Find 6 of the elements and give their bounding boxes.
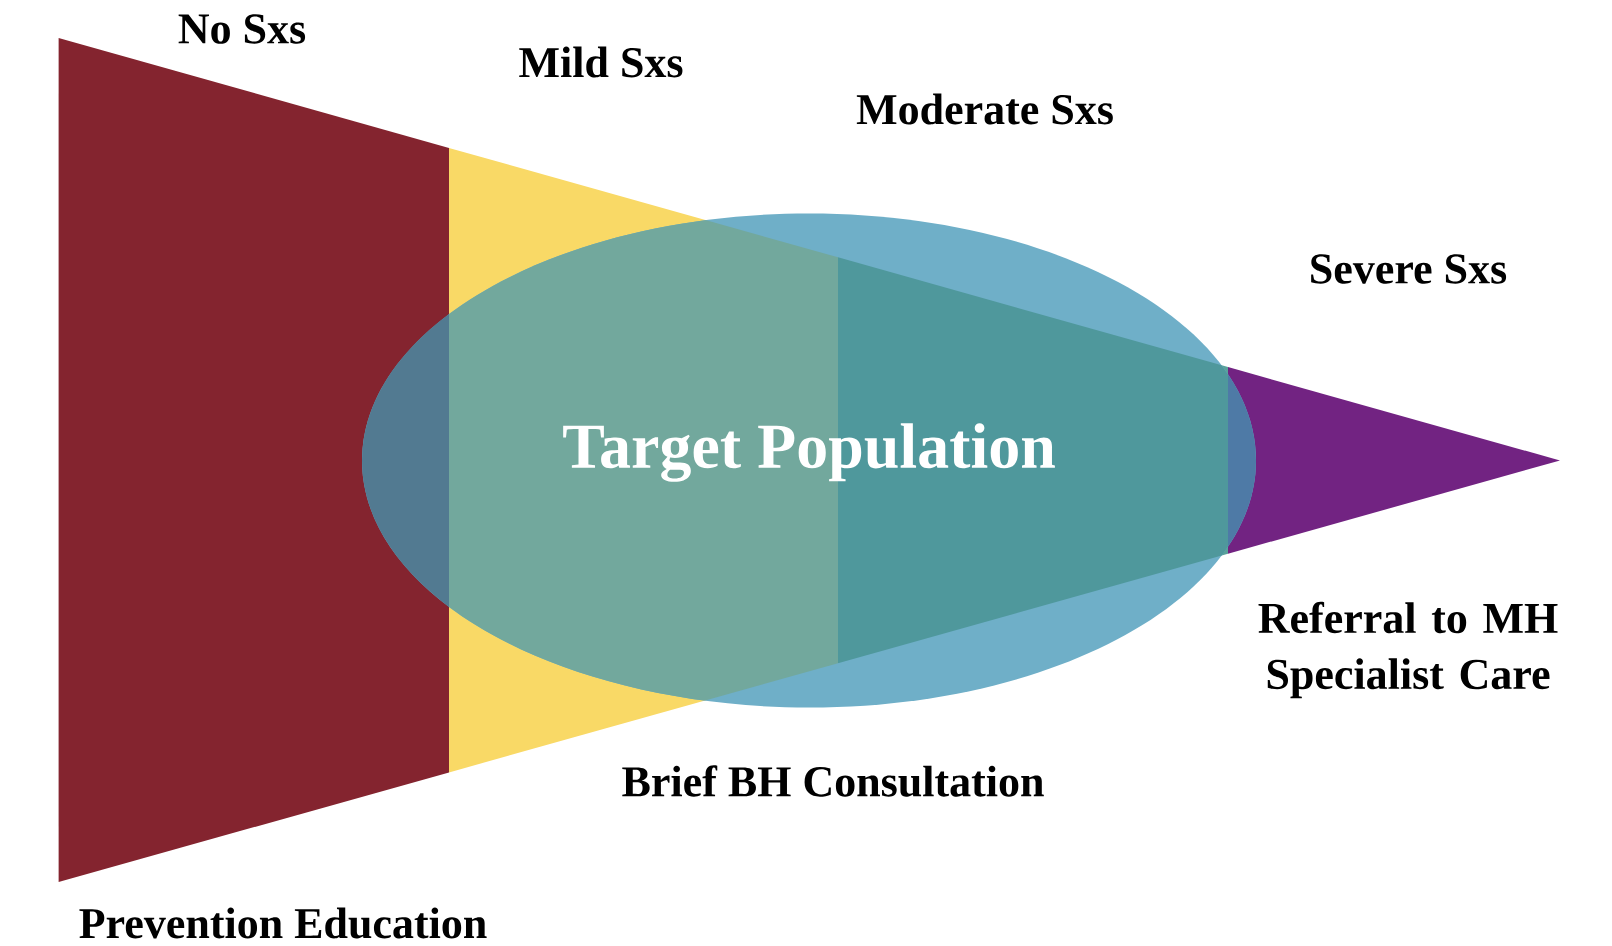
text-label: Moderate Sxs (856, 93, 1113, 125)
text-label: Severe Sxs (1311, 254, 1507, 284)
text-label: Mild Sxs (519, 46, 683, 78)
text-label: No Sxs (178, 14, 306, 44)
text-label: Brief BH Consultation (622, 765, 1044, 797)
text-label: Referral to MH Specialist Care (1258, 601, 1558, 699)
